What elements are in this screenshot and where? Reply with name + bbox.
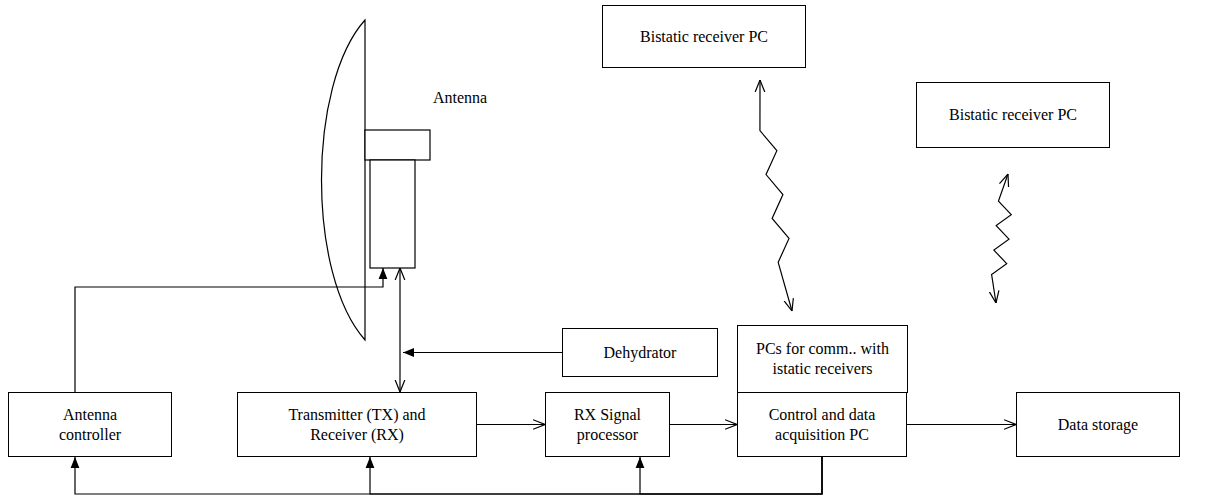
process-box: RX Signal processor <box>545 392 670 457</box>
feed-horn <box>365 130 430 160</box>
process-box: Antenna controller <box>8 392 172 457</box>
box-label: Antenna controller <box>40 405 140 445</box>
process-box: Bistatic receiver PC <box>602 5 806 68</box>
antenna-dish: Antenna <box>313 15 513 345</box>
connector-arrow <box>399 268 400 392</box>
box-label: Bistatic receiver PC <box>949 105 1077 125</box>
connector-arrow <box>477 424 545 425</box>
box-label: RX Signal processor <box>558 405 658 445</box>
connector-arrow <box>907 424 1016 425</box>
connector-arrow <box>75 457 822 494</box>
box-label: Bistatic receiver PC <box>640 27 768 47</box>
connector-arrow <box>670 424 737 425</box>
connector-arrow <box>640 457 822 494</box>
box-label: PCs for comm.. with istatic receivers <box>746 339 899 379</box>
process-box: Bistatic receiver PC <box>916 82 1110 148</box>
box-label: Transmitter (TX) and Receiver (RX) <box>275 405 440 445</box>
wireless-link <box>992 174 1012 303</box>
process-box: Dehydrator <box>562 328 718 377</box>
dish-reflector <box>322 20 366 340</box>
connector-arrow <box>403 352 562 353</box>
waveguide <box>370 160 415 268</box>
connector-arrow <box>370 457 822 494</box>
box-label: Control and data acquisition PC <box>747 405 897 445</box>
box-label: Dehydrator <box>604 343 677 363</box>
antenna-label: Antenna <box>433 88 487 108</box>
box-label: Data storage <box>1058 415 1138 435</box>
process-box: Transmitter (TX) and Receiver (RX) <box>237 392 477 457</box>
process-box: PCs for comm.. with istatic receivers <box>737 325 908 393</box>
wireless-link <box>760 80 792 311</box>
process-box: Control and data acquisition PC <box>737 392 907 457</box>
process-box: Data storage <box>1016 392 1180 457</box>
antenna-illustration <box>313 15 513 345</box>
